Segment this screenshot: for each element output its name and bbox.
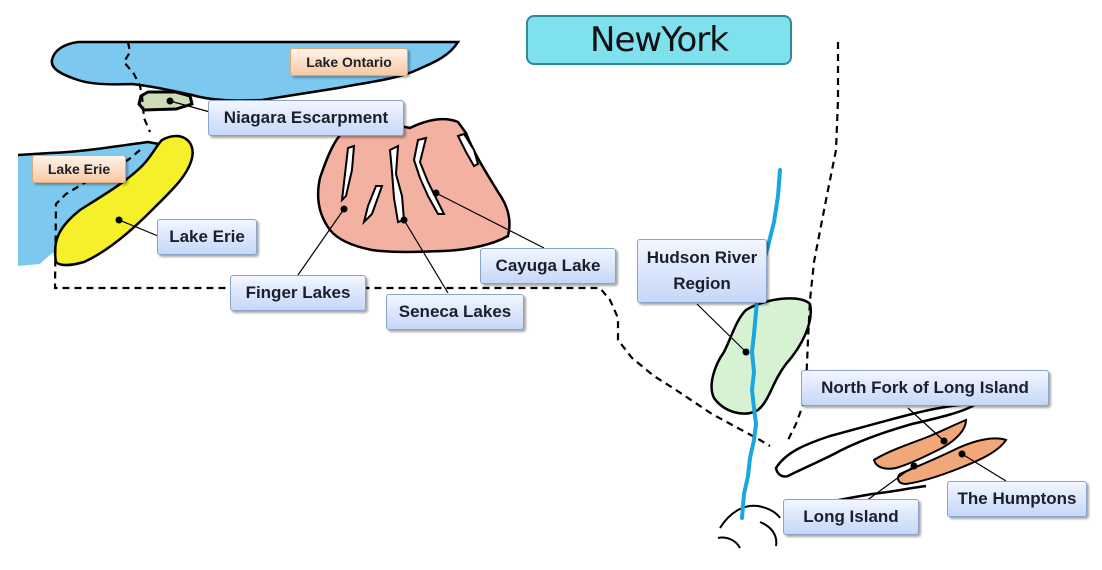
map-title: NewYork [526, 15, 792, 65]
the-humptons-label: The Humptons [947, 481, 1087, 517]
long-island-label: Long Island [783, 499, 919, 535]
seneca-lakes-label: Seneca Lakes [386, 294, 524, 330]
lake-erie-water-label: Lake Erie [32, 155, 126, 183]
north-fork-shape [872, 418, 968, 470]
lake-erie-region-label: Lake Erie [157, 219, 257, 255]
lake-ontario-label: Lake Ontario [290, 48, 408, 76]
finger-lakes-label: Finger Lakes [230, 275, 366, 311]
north-fork-label: North Fork of Long Island [801, 370, 1049, 406]
state-borders [53, 41, 840, 447]
niagara-escarpment-shape [137, 90, 194, 112]
nyc-coastline [717, 504, 781, 549]
leader-dots [115, 97, 966, 470]
leader-lines [118, 100, 1007, 505]
hudson-river [740, 168, 782, 520]
south-fork-shape [897, 437, 1008, 486]
lake-erie-shore [17, 140, 165, 157]
long-island-land [774, 402, 981, 478]
niagara-escarpment-label: Niagara Escarpment [208, 100, 404, 136]
finger-lakes-lakes [340, 132, 480, 226]
hudson-river-region-label: Hudson River Region [637, 239, 767, 303]
cayuga-lake-label: Cayuga Lake [480, 248, 616, 284]
lake-erie-region-shape [53, 134, 194, 267]
hudson-river-region-shape [710, 297, 813, 415]
